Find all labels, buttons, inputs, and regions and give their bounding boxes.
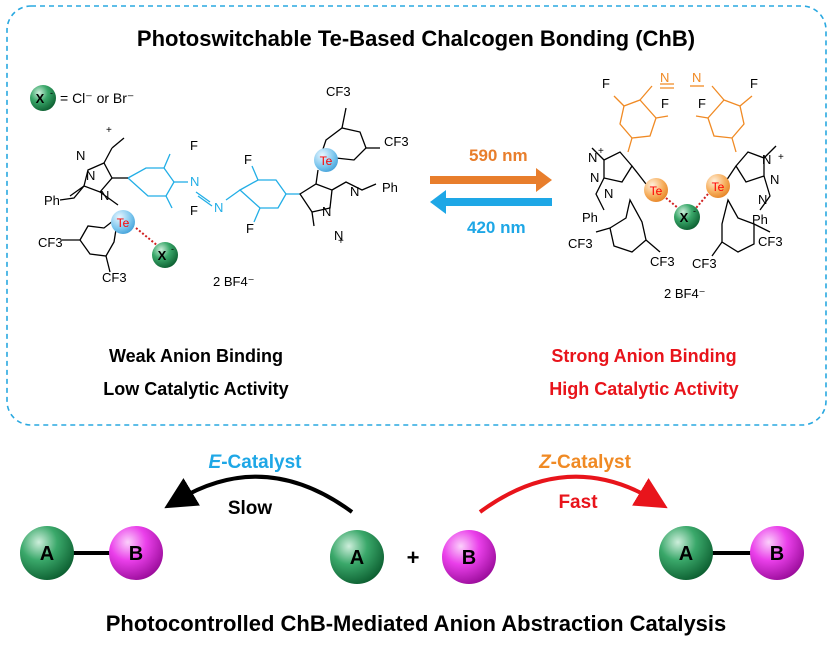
svg-text:-: - <box>693 206 696 216</box>
svg-text:CF3: CF3 <box>758 234 783 249</box>
svg-text:Te: Te <box>712 180 725 194</box>
svg-text:Te: Te <box>650 184 663 198</box>
svg-text:N: N <box>660 70 669 85</box>
e-isomer-structure <box>59 107 380 273</box>
svg-text:CF3: CF3 <box>38 235 63 250</box>
e-catalyst-label: E-Catalyst <box>209 452 303 473</box>
arrow-forward <box>430 168 552 192</box>
e-isomer-labels: N N N Ph CF3 CF3 F F F F N N N N N Ph CF… <box>38 84 409 285</box>
svg-text:CF3: CF3 <box>692 256 717 271</box>
anion-legend-sphere <box>30 85 56 111</box>
svg-text:N: N <box>334 228 343 243</box>
svg-text:N: N <box>350 184 359 199</box>
svg-text:F: F <box>190 203 198 218</box>
svg-text:+: + <box>407 545 420 570</box>
svg-text:N: N <box>322 204 331 219</box>
counterion-left: 2 BF4⁻ <box>213 274 255 289</box>
reactants: A + B <box>330 530 496 584</box>
z-isomer-labels: F F F F N N N N N Ph CF3 CF3 N N N Ph CF… <box>568 70 784 271</box>
svg-text:A: A <box>40 543 54 565</box>
svg-text:A: A <box>350 547 364 569</box>
left-state-line2: Low Catalytic Activity <box>103 379 288 399</box>
svg-text:F: F <box>698 96 706 111</box>
z-catalyst-label: Z-Catalyst <box>538 452 632 473</box>
svg-text:F: F <box>244 152 252 167</box>
svg-text:Ph: Ph <box>752 212 768 227</box>
svg-text:F: F <box>750 76 758 91</box>
anion-legend: X - = Cl⁻ or Br⁻ <box>30 85 134 111</box>
z-catalyst-rate: Fast <box>558 492 598 513</box>
left-state-line1: Weak Anion Binding <box>109 346 283 366</box>
svg-text:A: A <box>679 543 693 565</box>
svg-text:B: B <box>770 543 784 565</box>
svg-text:F: F <box>246 221 254 236</box>
scheme-title: Photoswitchable Te-Based Chalcogen Bondi… <box>137 26 695 51</box>
svg-text:N: N <box>762 152 771 167</box>
svg-text:CF3: CF3 <box>650 254 675 269</box>
svg-text:N: N <box>692 70 701 85</box>
svg-text:CF3: CF3 <box>384 134 409 149</box>
svg-text:X: X <box>158 248 167 263</box>
anion-legend-symbol: X <box>36 91 45 106</box>
svg-text:Te: Te <box>320 154 333 168</box>
svg-text:F: F <box>190 138 198 153</box>
counterion-right: 2 BF4⁻ <box>664 286 706 301</box>
arrow-forward-label: 590 nm <box>469 146 528 165</box>
svg-text:N: N <box>86 168 95 183</box>
svg-text:X: X <box>680 210 689 225</box>
product-ab-right: A B <box>659 526 804 580</box>
arrow-back <box>430 190 552 214</box>
svg-text:B: B <box>129 543 143 565</box>
svg-text:N: N <box>590 170 599 185</box>
svg-text:-: - <box>171 244 174 254</box>
svg-text:CF3: CF3 <box>568 236 593 251</box>
z-isomer-te-sites: Te Te X - <box>644 174 730 230</box>
svg-text:+: + <box>778 152 784 163</box>
svg-text:CF3: CF3 <box>102 270 127 285</box>
svg-text:Ph: Ph <box>582 210 598 225</box>
svg-text:B: B <box>462 547 476 569</box>
svg-text:N: N <box>190 174 199 189</box>
arrow-back-label: 420 nm <box>467 218 526 237</box>
svg-text:N: N <box>76 148 85 163</box>
anion-legend-charge: - <box>50 88 53 98</box>
e-catalyst-rate: Slow <box>228 498 273 519</box>
footer-caption: Photocontrolled ChB-Mediated Anion Abstr… <box>106 611 727 636</box>
svg-text:F: F <box>661 96 669 111</box>
svg-text:N: N <box>214 200 223 215</box>
svg-text:Ph: Ph <box>382 180 398 195</box>
z-catalyst-arrow <box>478 474 668 514</box>
anion-legend-text: = Cl⁻ or Br⁻ <box>60 90 134 106</box>
product-ab-left: A B <box>20 526 163 580</box>
dashed-frame <box>6 5 827 426</box>
svg-text:+: + <box>598 146 604 157</box>
right-state-line2: High Catalytic Activity <box>549 379 738 399</box>
right-state-line1: Strong Anion Binding <box>551 346 736 366</box>
photoswitch-arrows: 590 nm 420 nm <box>430 146 552 237</box>
z-isomer-structure <box>591 83 777 257</box>
svg-text:N: N <box>100 188 109 203</box>
e-catalyst-arrow <box>164 474 354 514</box>
svg-text:N: N <box>758 192 767 207</box>
svg-text:Te: Te <box>117 216 130 230</box>
svg-text:N: N <box>604 186 613 201</box>
svg-text:N: N <box>770 172 779 187</box>
e-isomer-te-sites: Te Te X - <box>111 148 338 268</box>
svg-text:CF3: CF3 <box>326 84 351 99</box>
svg-text:Ph: Ph <box>44 193 60 208</box>
svg-text:F: F <box>602 76 610 91</box>
svg-text:+: + <box>106 125 112 136</box>
svg-text:N: N <box>588 150 597 165</box>
svg-text:+: + <box>338 236 344 247</box>
